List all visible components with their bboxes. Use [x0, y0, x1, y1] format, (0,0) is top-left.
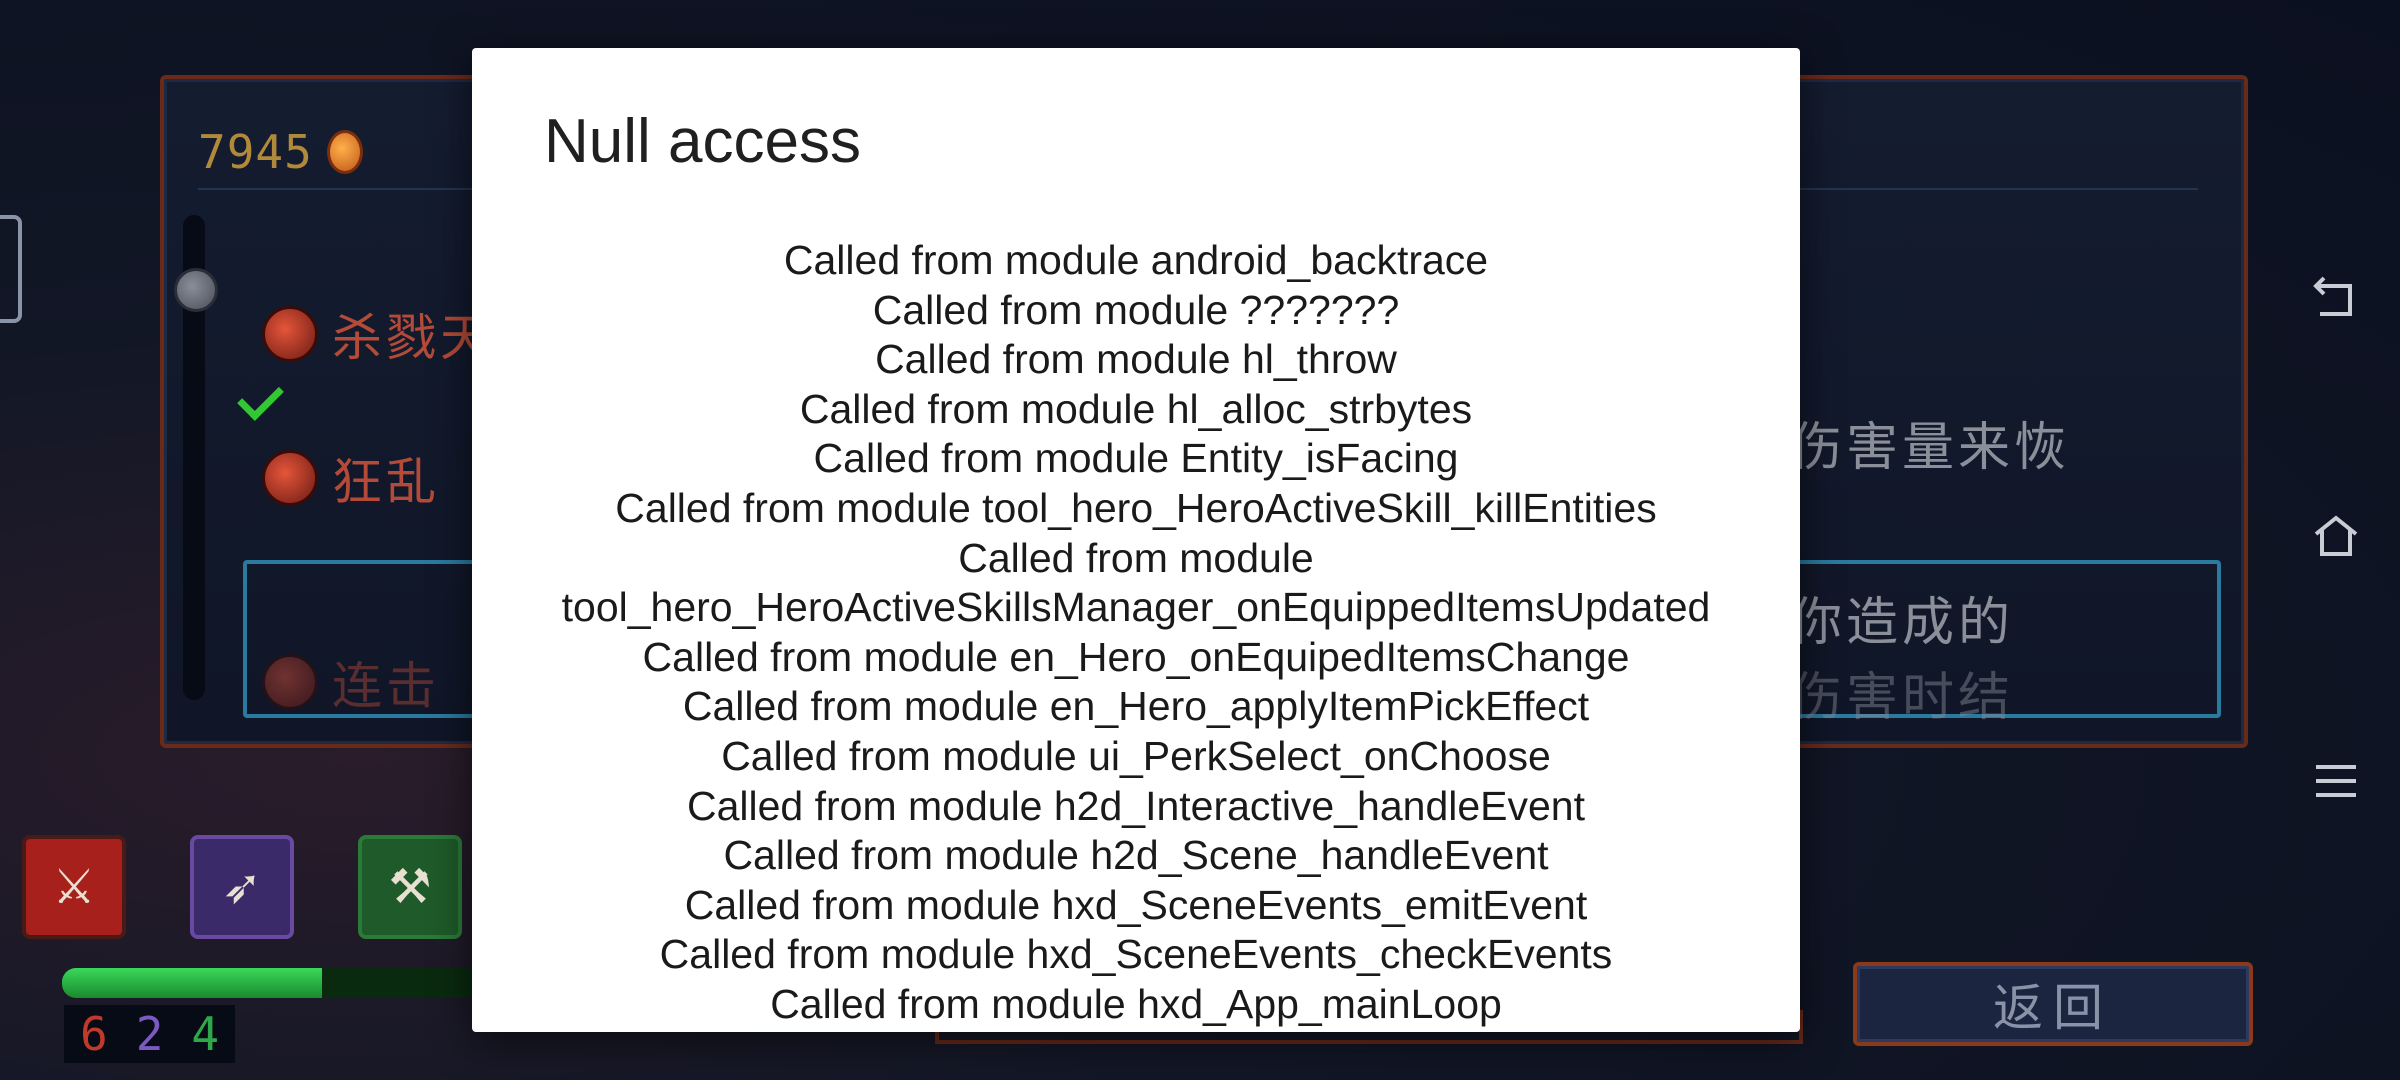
perk-icon	[262, 306, 318, 362]
scroll-thumb[interactable]	[174, 268, 218, 312]
perk-description-line: 伤害量来恢	[1790, 418, 2071, 478]
stack-trace-line: Called from module hxd_App_mainLoop	[770, 980, 1502, 1027]
stack-trace-line: Called from module	[958, 534, 1314, 581]
dialog-title: Null access	[544, 107, 861, 176]
stat-survival: 4	[191, 1007, 220, 1061]
perk-icon	[262, 450, 318, 506]
perk-description-line: 伤害时结	[1790, 668, 2015, 728]
weapon-slot-1[interactable]: ⚔	[22, 835, 126, 939]
stack-trace-line: Called from module en_Hero_onEquipedItem…	[642, 633, 1630, 680]
menu-icon[interactable]	[2310, 755, 2362, 807]
sword-icon: ⚔	[52, 859, 96, 915]
stack-trace-line: Called from module ui_PerkSelect_onChoos…	[721, 732, 1551, 779]
perk-name: 杀戮天	[332, 309, 494, 367]
bow-icon: ➶	[221, 859, 263, 915]
back-icon[interactable]	[2310, 270, 2362, 322]
stack-trace-line: Called from module android_backtrace	[783, 237, 1489, 283]
hammer-icon: ⚒	[388, 859, 432, 915]
stack-trace-line: Called from module h2d_Interactive_handl…	[687, 782, 1585, 829]
gold-amount: 7945	[198, 125, 313, 179]
health-bar	[62, 968, 482, 998]
perk-name: 狂乱	[332, 453, 440, 511]
home-icon[interactable]	[2310, 510, 2362, 562]
stack-trace-line: Called from module ???????	[872, 286, 1400, 333]
stat-brutality: 6	[80, 1007, 108, 1061]
perk-item-3[interactable]: 连击	[262, 646, 440, 718]
stat-counters: 6 2 4	[64, 1005, 236, 1063]
perk-item-2[interactable]: 狂乱	[262, 442, 440, 514]
perk-description-line: 你造成的	[1790, 593, 2015, 653]
skill-slot-1[interactable]: ⚒	[358, 835, 462, 939]
stack-trace-line: Called from module hl_alloc_strbytes	[799, 385, 1473, 432]
edge-tab-shape	[0, 215, 22, 323]
back-button[interactable]: 返回	[1853, 962, 2253, 1046]
stack-trace-line: Called from module hxd_SceneEvents_emitE…	[684, 881, 1588, 928]
gold-counter: 7945	[198, 125, 363, 179]
error-dialog: Null access Called from module android_b…	[472, 48, 1800, 1032]
stack-trace-line: Called from module en_Hero_applyItemPick…	[682, 683, 1590, 730]
health-fill	[62, 968, 323, 998]
stat-tactics: 2	[135, 1007, 164, 1061]
perk-name: 连击	[332, 657, 440, 715]
stack-trace-line: Called from module tool_hero_HeroActiveS…	[615, 484, 1657, 531]
stack-trace-line: Called from module h2d_Scene_handleEvent	[723, 832, 1549, 879]
perk-item-1[interactable]: 杀戮天	[262, 298, 494, 370]
stack-trace-line: Called from module hxd_SceneEvents_check…	[659, 931, 1613, 978]
scroll-track[interactable]	[183, 215, 205, 700]
stack-trace-line: Called from module hl_throw	[875, 336, 1397, 383]
coin-icon	[326, 130, 363, 174]
stack-trace-line: tool_hero_HeroActiveSkillsManager_onEqui…	[561, 584, 1711, 631]
stack-trace-line: Called from module Entity_isFacing	[813, 435, 1459, 482]
weapon-slot-2[interactable]: ➶	[190, 835, 294, 939]
perk-icon	[262, 654, 318, 710]
